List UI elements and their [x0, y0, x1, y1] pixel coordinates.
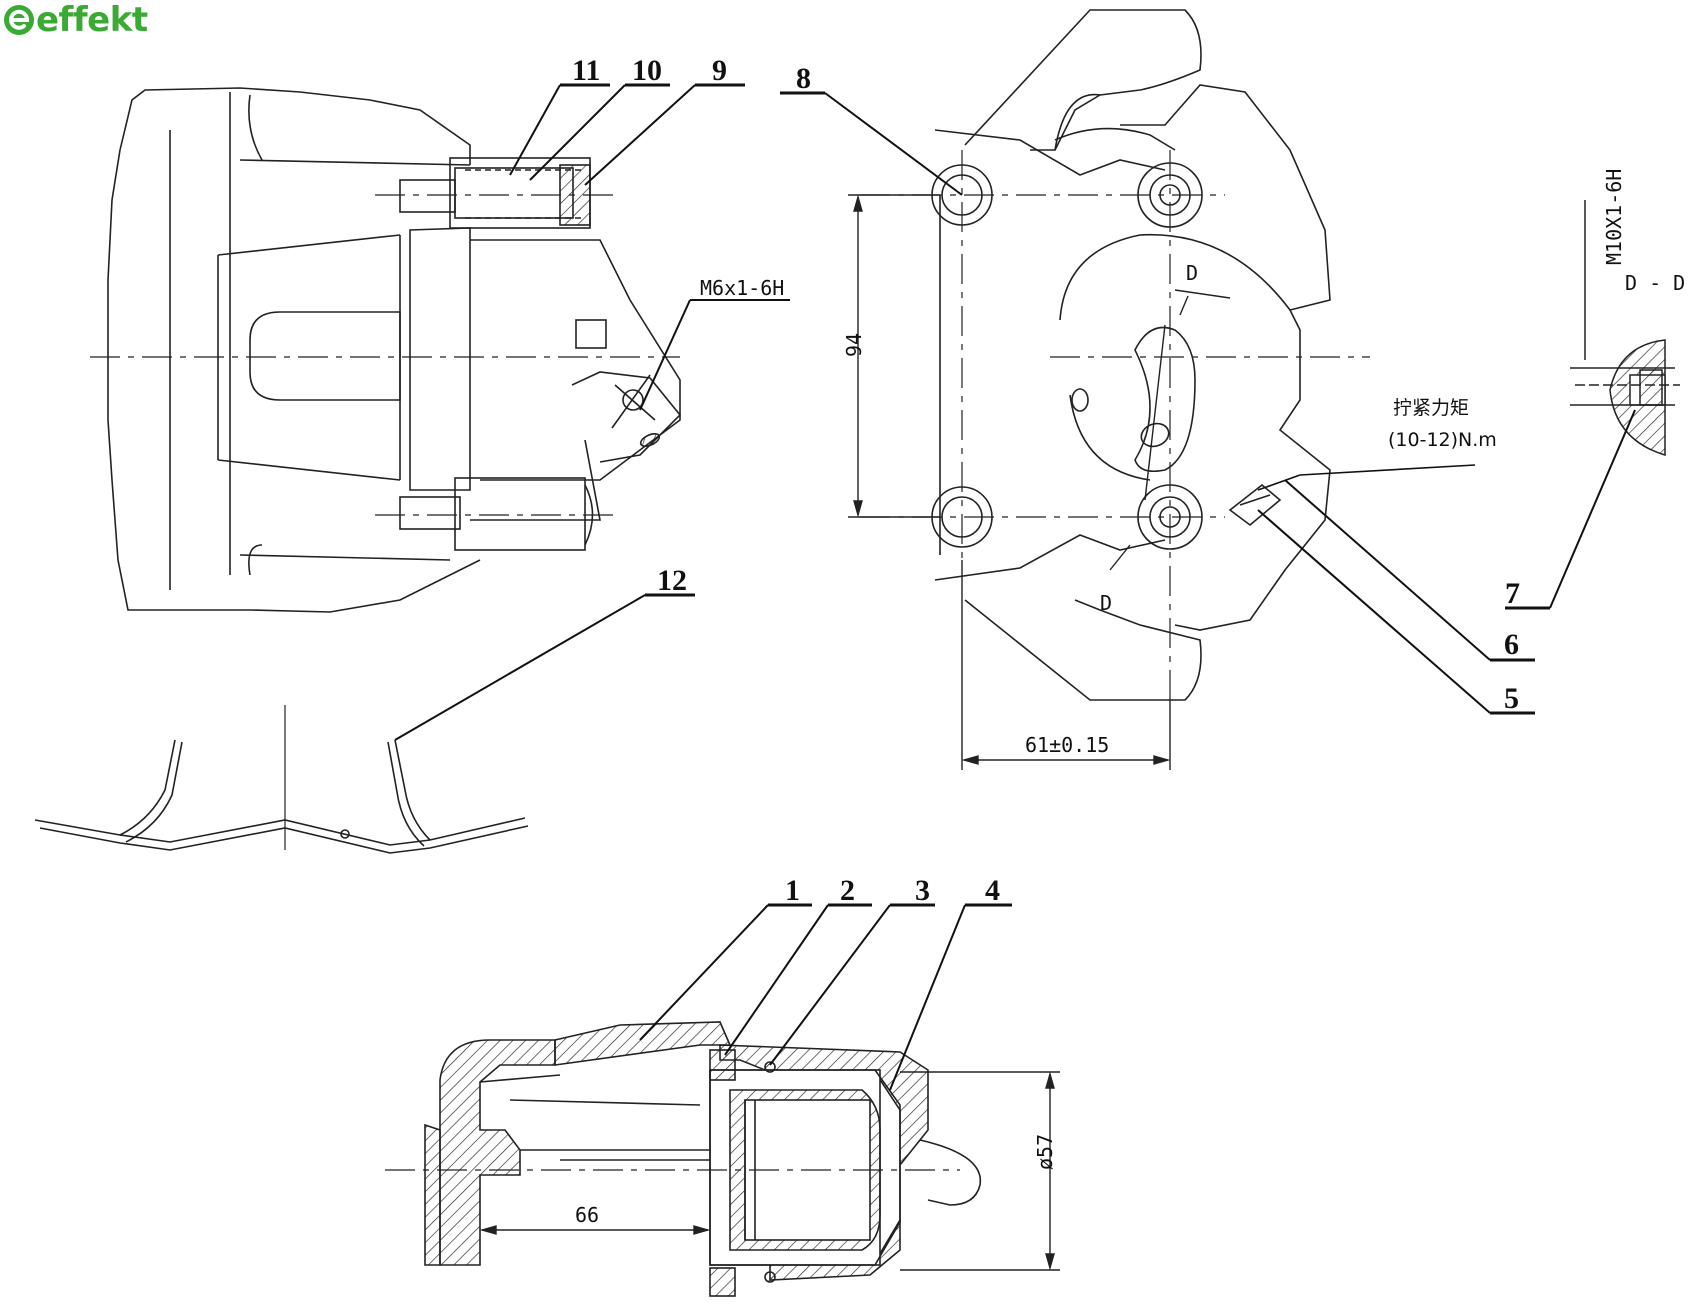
dimension-61: 61±0.15 [1025, 733, 1109, 757]
callout-6: 6 [1504, 628, 1519, 661]
thread-section-label: M10X1-6H [1602, 169, 1626, 265]
callout-3: 3 [915, 874, 930, 907]
torque-value: (10-12)N.m [1388, 429, 1497, 451]
brand-name: effekt [36, 0, 148, 40]
section-title: D - D [1625, 271, 1685, 295]
section-d-d [1570, 200, 1680, 457]
section-mark-top: D [1186, 261, 1198, 285]
callout-lines-top-left [509, 83, 790, 411]
callout-8: 8 [796, 62, 811, 95]
thread-bleeder-label: M6x1-6H [700, 276, 784, 300]
callout-10: 10 [632, 54, 662, 87]
section-mark-bottom: D [1100, 591, 1112, 615]
effekt-e-icon [4, 5, 34, 35]
piston-section-view [424, 1021, 982, 1297]
callout-9: 9 [712, 54, 727, 87]
dimension-94: 94 [842, 333, 866, 357]
callout-11: 11 [572, 54, 600, 87]
spring-clip [34, 705, 529, 854]
torque-label: 拧紧力矩 [1393, 397, 1469, 419]
callout-4: 4 [985, 874, 1000, 907]
callout-12: 12 [657, 564, 687, 597]
callout-5: 5 [1504, 682, 1519, 715]
callout-2: 2 [840, 874, 855, 907]
dimension-57: ø57 [1033, 1134, 1057, 1170]
dimension-66: 66 [575, 1203, 599, 1227]
side-view [107, 87, 682, 613]
callout-7: 7 [1505, 577, 1520, 610]
front-view [931, 9, 1331, 701]
callout-1: 1 [785, 874, 800, 907]
brand-logo: effekt [2, 0, 148, 40]
